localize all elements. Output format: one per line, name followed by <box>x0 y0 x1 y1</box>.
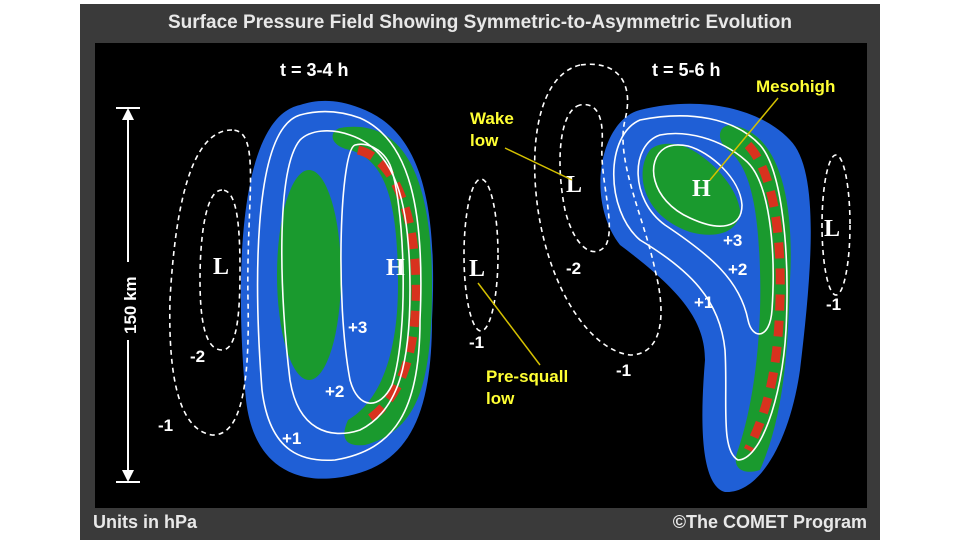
wake-low-line1: Wake <box>470 109 514 128</box>
right-label-minus1: -1 <box>616 361 631 380</box>
left-system: L H t = 3-4 h +3 +2 +1 -1 -2 <box>158 60 433 479</box>
units-label: Units in hPa <box>93 512 197 533</box>
right-label-plus3: +3 <box>723 231 742 250</box>
right-label-minus2: -2 <box>566 259 581 278</box>
center-low-symbol: L <box>469 256 485 282</box>
scale-label: 150 km <box>121 276 140 334</box>
center-label-minus1: -1 <box>469 333 484 352</box>
left-label-plus2: +2 <box>325 382 344 401</box>
left-contour-minus1 <box>170 130 251 435</box>
left-label-minus2: -2 <box>190 347 205 366</box>
credit-label: ©The COMET Program <box>673 512 867 533</box>
right-time-label: t = 5-6 h <box>652 60 721 80</box>
right-system: L -1 L H t = 5-6 h +3 +2 +1 -2 -1 Wake l… <box>470 60 850 492</box>
right-label-plus1: +1 <box>694 293 713 312</box>
pre-squall-low-line2: low <box>486 389 515 408</box>
left-high-symbol: H <box>386 255 405 281</box>
left-label-plus3: +3 <box>348 318 367 337</box>
left-label-minus1: -1 <box>158 416 173 435</box>
pre-squall-low-line1: Pre-squall <box>486 367 568 386</box>
left-low-symbol: L <box>213 254 229 280</box>
mesohigh-label: Mesohigh <box>756 77 835 96</box>
wake-low-line2: low <box>470 131 499 150</box>
left-label-plus1: +1 <box>282 429 301 448</box>
scale-bar: 150 km <box>116 108 140 482</box>
right-label-plus2: +2 <box>728 260 747 279</box>
right-far-low-symbol: L <box>824 216 840 242</box>
center-low: L -1 Pre-squall low <box>464 179 568 408</box>
left-time-label: t = 3-4 h <box>280 60 349 80</box>
right-high-symbol: H <box>692 176 711 202</box>
wake-low-symbol: L <box>566 172 582 198</box>
right-far-label-minus1: -1 <box>826 295 841 314</box>
